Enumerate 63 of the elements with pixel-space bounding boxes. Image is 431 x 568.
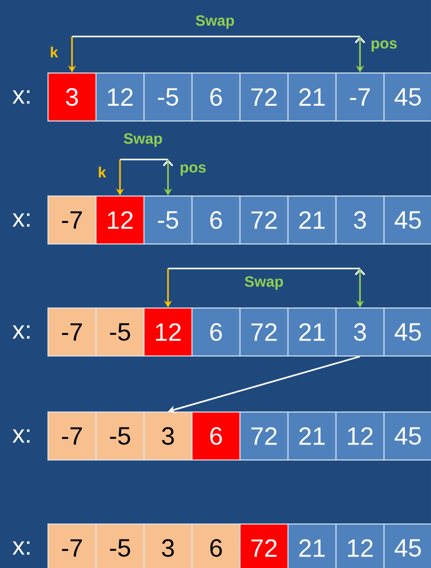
pointer-label: pos xyxy=(372,40,397,52)
edge-label: Swap xyxy=(122,132,164,148)
array-cell: 3 xyxy=(48,72,96,122)
edge-label: Swap xyxy=(243,275,285,291)
array-cell: -5 xyxy=(96,412,144,460)
array-cell: -7 xyxy=(48,412,96,460)
node-label: -5 xyxy=(110,539,130,557)
array-cell: 3 xyxy=(336,308,384,356)
array-cell: 12 xyxy=(336,524,384,568)
array-cell: -5 xyxy=(96,524,144,568)
pointer-label: k xyxy=(98,166,106,178)
array-cell: 21 xyxy=(288,72,336,122)
array-cell: -7 xyxy=(48,308,96,356)
array-cell: 6 xyxy=(192,308,240,356)
array-cell: 45 xyxy=(384,196,431,244)
pointer-label: k xyxy=(50,46,58,58)
array-cell: -5 xyxy=(144,196,192,244)
array-cell: 6 xyxy=(192,72,240,122)
row-label: x: xyxy=(12,90,30,104)
array-cell: -7 xyxy=(336,72,384,122)
row-label: x: xyxy=(12,429,30,443)
array-cell: 45 xyxy=(384,72,431,122)
node-label: 21 xyxy=(299,539,325,557)
array-cell: 12 xyxy=(336,412,384,460)
edge-label: Swap xyxy=(194,14,236,30)
array-cell: 72 xyxy=(240,524,288,568)
pointer-label: pos xyxy=(180,164,206,176)
array-cell: 21 xyxy=(288,524,336,568)
node-label: 45 xyxy=(394,211,421,229)
array-cell: 3 xyxy=(144,412,192,460)
array-cell: 21 xyxy=(288,196,336,244)
node-label: 45 xyxy=(394,323,421,341)
array-cell: 12 xyxy=(96,72,144,122)
array-cell: 72 xyxy=(240,72,288,122)
array-cell: 3 xyxy=(144,524,192,568)
array-cell: 45 xyxy=(384,412,431,460)
node-label: 12 xyxy=(348,539,373,557)
row-label: x: xyxy=(12,213,30,227)
array-cell: 72 xyxy=(240,196,288,244)
array-cell: 12 xyxy=(96,196,144,244)
array-cell: 12 xyxy=(144,308,192,356)
array-cell: -7 xyxy=(48,196,96,244)
array-cell: 6 xyxy=(192,412,240,460)
array-cell: 21 xyxy=(288,308,336,356)
node-label: 45 xyxy=(394,88,421,106)
node-label: -7 xyxy=(62,539,82,557)
node-label: 45 xyxy=(394,427,421,445)
array-cell: 6 xyxy=(192,524,240,568)
array-cell: -5 xyxy=(144,72,192,122)
row-label: x: xyxy=(12,325,30,339)
array-cell: 21 xyxy=(288,412,336,460)
array-cell: 72 xyxy=(240,412,288,460)
row-label: x: xyxy=(12,541,30,555)
array-cell: -7 xyxy=(48,524,96,568)
array-cell: 3 xyxy=(336,196,384,244)
array-cell: 72 xyxy=(240,308,288,356)
array-cell: -5 xyxy=(96,308,144,356)
array-cell: 45 xyxy=(384,308,431,356)
node-label: 3 xyxy=(162,539,174,557)
array-cell: 6 xyxy=(192,196,240,244)
node-label: 6 xyxy=(210,539,222,557)
array-cell: 45 xyxy=(384,524,431,568)
node-label: 45 xyxy=(394,539,421,557)
